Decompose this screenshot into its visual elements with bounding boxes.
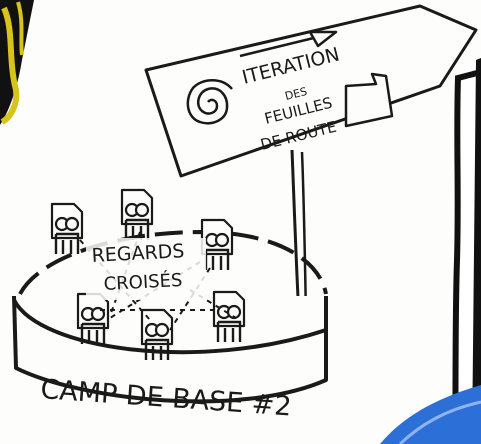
arrow-icon	[239, 30, 338, 58]
person-icon	[50, 202, 84, 256]
spiral-icon	[186, 79, 233, 125]
discussion-line-1: REGARDS	[91, 240, 185, 267]
signpost: ITERATION DES FEUILLES DE ROUTE	[144, 4, 478, 319]
corner-scribble	[0, 0, 34, 125]
person-icon	[120, 188, 154, 242]
person-icon	[200, 218, 234, 272]
right-panel	[380, 58, 481, 444]
document-icon	[344, 72, 394, 128]
sign-line-2: DES	[284, 85, 309, 103]
signpost-board	[144, 4, 478, 178]
discussion-line-2: CROISÉS	[103, 269, 183, 295]
